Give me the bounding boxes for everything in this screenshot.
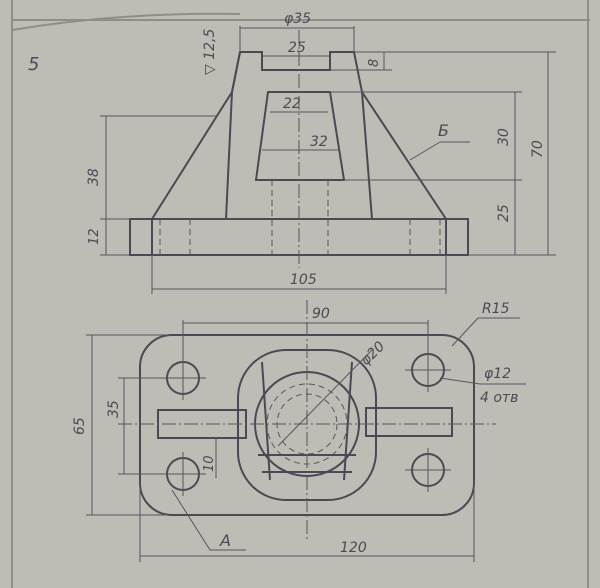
- top-view: [118, 300, 496, 540]
- dim-height-12: 12: [87, 228, 102, 245]
- dim-rib-width: 10: [202, 455, 217, 472]
- sheet-frame: [11, 0, 590, 588]
- dim-slot-depth: 8: [367, 59, 382, 67]
- dim-height-25: 25: [496, 204, 512, 222]
- leader-b: Б: [438, 121, 449, 140]
- dim-base-length: 105: [290, 272, 317, 288]
- dim-height-38: 38: [86, 168, 102, 186]
- dim-height-70: 70: [530, 140, 546, 158]
- dim-hole-bottom: 32: [310, 134, 328, 150]
- leader-a: А: [219, 531, 231, 550]
- dim-top-dia: φ35: [284, 11, 311, 27]
- dim-slot-width: 25: [288, 40, 306, 56]
- roughness-symbol: ▽ 12,5: [202, 29, 218, 75]
- dim-overall-width: 65: [72, 417, 88, 435]
- front-dimensions: φ35 25 ▽ 12,5 8 22 32 70 30 25 38 12: [86, 11, 556, 294]
- task-number: 5: [28, 54, 39, 75]
- dim-hole-spacing-x: 90: [312, 306, 330, 322]
- dim-hole-spacing-y: 35: [106, 400, 122, 418]
- dim-radius: R15: [482, 301, 510, 317]
- dim-hole-count: 4 отв: [480, 390, 518, 406]
- dim-hole-dia: φ12: [484, 366, 511, 382]
- dim-hole-top: 22: [283, 96, 301, 112]
- dim-height-30: 30: [496, 128, 512, 146]
- rib-right: [365, 407, 453, 437]
- top-dimensions: 90 65 35 10 120 R15 φ20 φ12 4 отв А: [72, 301, 526, 562]
- dim-overall-length: 120: [340, 540, 367, 556]
- front-view: [129, 30, 469, 268]
